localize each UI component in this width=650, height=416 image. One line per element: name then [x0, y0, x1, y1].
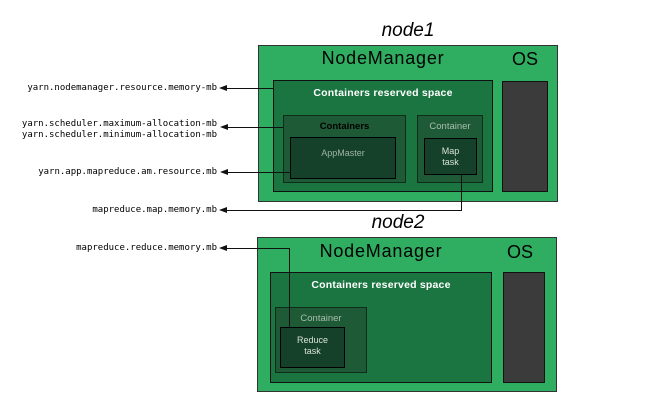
- arrow-head-am-resource: [220, 169, 228, 175]
- node1-nodemanager-label: NodeManager: [321, 48, 445, 68]
- node1-map-task-box: Map task: [424, 138, 477, 175]
- node2-os-label: OS: [506, 242, 533, 262]
- node1-container-label: Container: [429, 121, 471, 132]
- node1-containers-label: Containers: [319, 121, 370, 132]
- arrow-riser-reduce-memory: [289, 248, 290, 327]
- node1-os-label: OS: [511, 49, 538, 69]
- node2-reduce-task-box: Reduce task: [280, 327, 345, 368]
- node2-container-label: Container: [300, 313, 342, 324]
- arrow-line-am-resource: [227, 172, 290, 173]
- config-label-scheduler-min: yarn.scheduler.minimum-allocation-mb: [21, 130, 217, 140]
- arrow-riser-map-memory: [461, 175, 462, 211]
- arrow-line-scheduler-allocation: [227, 127, 283, 128]
- node2-reserved-space-label: Containers reserved space: [311, 279, 451, 291]
- node2-nodemanager-label: NodeManager: [319, 241, 443, 261]
- config-label-scheduler-max: yarn.scheduler.maximum-allocation-mb: [21, 119, 217, 129]
- node1-appmaster-label: AppMaster: [321, 148, 365, 158]
- node1-title: node1: [381, 20, 435, 41]
- arrow-head-scheduler-allocation: [220, 124, 228, 130]
- arrow-line-map-memory: [226, 210, 462, 211]
- node2-reduce-task-label: Reduce task: [296, 335, 329, 356]
- node1-reserved-space-label: Containers reserved space: [313, 87, 453, 99]
- config-label-map-memory: mapreduce.map.memory.mb: [92, 205, 217, 215]
- node1-appmaster-box: AppMaster: [290, 137, 396, 179]
- arrow-head-nodemanager-memory: [219, 85, 227, 91]
- arrow-line-nodemanager-memory: [226, 88, 273, 89]
- config-label-am-resource: yarn.app.mapreduce.am.resource.mb: [38, 167, 217, 177]
- node1-map-task-label: Map task: [441, 146, 460, 167]
- config-label-nodemanager-memory: yarn.nodemanager.resource.memory-mb: [27, 83, 217, 93]
- config-label-scheduler-allocation: yarn.scheduler.maximum-allocation-mb yar…: [0, 119, 217, 141]
- node2-title: node2: [371, 212, 425, 233]
- node2-os-memory-block: [503, 272, 545, 383]
- node1-os-memory-block: [502, 81, 548, 192]
- arrow-head-reduce-memory: [219, 245, 227, 251]
- arrow-head-map-memory: [219, 207, 227, 213]
- arrow-line-reduce-memory: [226, 248, 290, 249]
- config-label-reduce-memory: mapreduce.reduce.memory.mb: [76, 243, 217, 253]
